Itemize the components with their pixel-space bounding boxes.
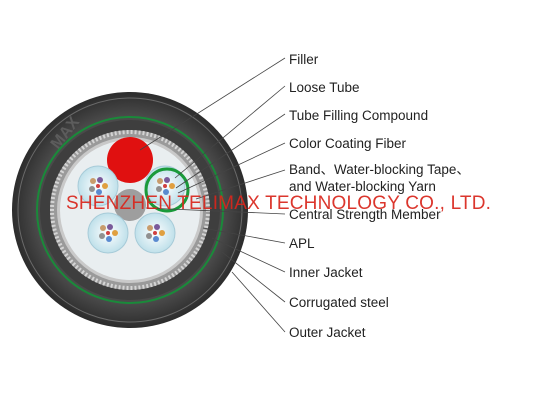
- leader-loose-tube: [174, 85, 286, 179]
- outer-jacket-highlight: [17, 97, 243, 323]
- label-loose-tube: Loose Tube: [289, 80, 360, 95]
- central-strength-member: [114, 189, 146, 221]
- label-outer-jacket: Outer Jacket: [289, 325, 366, 340]
- leader-corrugated: [221, 251, 286, 303]
- label-inner-jacket: Inner Jacket: [289, 265, 363, 280]
- leader-tube-filling: [175, 113, 286, 189]
- leader-lines: [139, 57, 286, 333]
- company-watermark: SHENZHEN TELIMAX TECHNOLOGY CO., LTD.: [66, 193, 492, 214]
- filler-red: [107, 137, 153, 183]
- label-band-water-blocking-tape: Band、Water-blocking Tape、: [289, 162, 470, 177]
- leader-apl: [202, 227, 286, 244]
- label-corrugated-steel: Corrugated steel: [289, 295, 389, 310]
- label-color-coating-fiber: Color Coating Fiber: [289, 136, 407, 151]
- leader-central-member: [145, 207, 286, 215]
- leader-band: [195, 169, 286, 200]
- highlight-circle: [144, 167, 190, 213]
- color-coating-fibers: [89, 177, 175, 242]
- label-water-blocking-yarn: and Water-blocking Yarn: [289, 179, 436, 194]
- label-central-strength-member: Central Strength Member: [289, 207, 441, 222]
- label-tube-filling-compound: Tube Filling Compound: [289, 108, 429, 123]
- leader-inner-jacket: [211, 237, 286, 273]
- label-apl: APL: [289, 236, 315, 251]
- leader-outer-jacket: [231, 271, 286, 333]
- water-blocking-ring: [36, 116, 224, 304]
- leader-color-fiber: [177, 142, 286, 194]
- corrugated-steel-ridges: [50, 130, 210, 290]
- leader-filler: [139, 57, 286, 151]
- label-filler: Filler: [289, 52, 319, 67]
